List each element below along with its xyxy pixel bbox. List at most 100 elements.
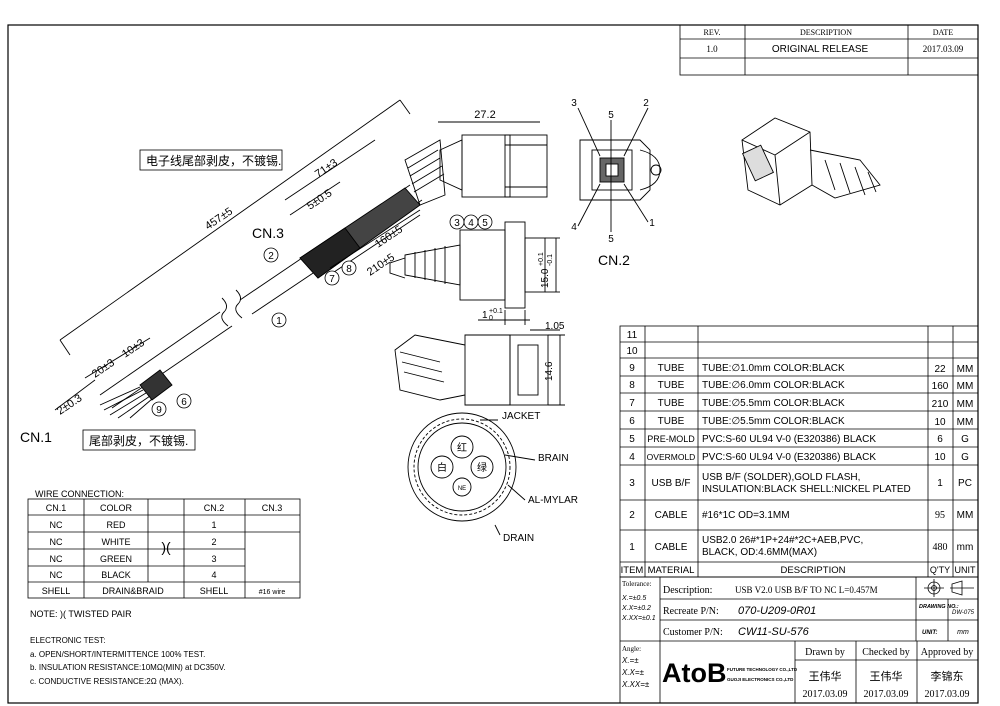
dim-2: 2±0.3 [55, 392, 84, 417]
wire-connection-title: WIRE CONNECTION: [35, 489, 124, 499]
connector-front-view [577, 107, 662, 232]
bom-material-2: CABLE [655, 510, 688, 521]
wc-cn3-note: #16 wire [259, 589, 286, 596]
bom-item-7: 7 [629, 398, 635, 409]
cn2-label: CN.2 [598, 252, 630, 268]
connector-bottom-view [394, 329, 565, 406]
bom-desc-1: USB2.0 26#*1P+24#*2C+AEB,PVC, [702, 535, 863, 546]
drawing-no-value: DW-075 [952, 610, 975, 616]
bom-material-7: TUBE [658, 398, 685, 409]
wc-row5-color: DRAIN&BRAID [102, 586, 164, 596]
wc-row4-color: BLACK [101, 570, 131, 580]
checked-by-name: 王伟华 [870, 669, 903, 683]
recreate-label: Recreate P/N: [663, 606, 719, 617]
bom-unit-7: MM [957, 399, 974, 410]
bom-qty-4: 10 [934, 452, 946, 463]
bom-material-9: TUBE [658, 363, 685, 374]
bom-desc-3b: INSULATION:BLACK SHELL:NICKEL PLATED [702, 484, 911, 495]
bom-desc-4: PVC:S-60 UL94 V-0 (E320386) BLACK [702, 452, 876, 463]
balloon-9: 9 [156, 405, 162, 416]
twisted-pair-symbol: )( [161, 539, 171, 555]
drawn-by-label: Drawn by [805, 647, 845, 658]
pin-3: 3 [571, 98, 577, 109]
wc-row1-cn2: 1 [211, 520, 216, 530]
rev-date: 2017.03.09 [923, 44, 964, 54]
bom-item-10: 10 [626, 346, 638, 357]
xsec-white-wire: 白 [437, 461, 447, 474]
balloon-5: 5 [482, 218, 488, 229]
bom-header-material: MATERIAL [648, 565, 695, 576]
bom-desc-3: USB B/F (SOLDER),GOLD FLASH, [702, 472, 860, 483]
bom-item-4: 4 [629, 452, 635, 463]
wc-row4-cn1: NC [50, 570, 63, 580]
bom-material-1: CABLE [655, 542, 688, 553]
bom-item-5: 5 [629, 434, 635, 445]
dim-210: 210±5 [365, 251, 397, 278]
dim-total-length: 457±5 [203, 205, 235, 232]
bom-item-3: 3 [629, 478, 635, 489]
recreate-pn: 070-U209-0R01 [738, 605, 816, 617]
drawing-no-label: DRAWING NO.: [919, 604, 959, 610]
bom-qty-2: 95 [935, 510, 945, 521]
cn3-label: CN.3 [252, 225, 284, 241]
unit-label: UNIT: [922, 630, 938, 636]
xsec-red-wire: 红 [457, 441, 467, 454]
checked-by-label: Checked by [862, 647, 910, 658]
tolerance-2: X.X=±0.2 [621, 605, 651, 612]
bom-item-8: 8 [629, 380, 635, 391]
wc-row2-color: WHITE [102, 537, 131, 547]
bom-header-unit: UNIT [955, 565, 976, 575]
bom-header-item: ITEM [621, 565, 644, 576]
approved-by-name: 李锦东 [931, 669, 964, 683]
balloon-8: 8 [346, 264, 352, 275]
customer-label: Customer P/N: [663, 627, 723, 638]
balloon-2: 2 [268, 251, 274, 262]
dim-15-tol-bot: -0.1 [547, 254, 554, 266]
bom-desc-1b: BLACK, OD:4.6MM(MAX) [702, 547, 817, 558]
bom-material-4: OVERMOLD [647, 452, 696, 462]
xsec-green-wire: 绿 [477, 461, 487, 474]
tolerance-label: Tolerance: [622, 580, 651, 588]
xsec-bare-wire: NE [458, 486, 466, 492]
bom-item-1: 1 [629, 542, 635, 553]
description-label: Description: [663, 585, 712, 596]
bom-desc-7: TUBE:∅5.5mm COLOR:BLACK [702, 398, 845, 409]
bom-unit-1: mm [957, 542, 974, 553]
bom-header-description: DESCRIPTION [781, 565, 846, 576]
bom-unit-3: PC [958, 478, 972, 489]
xsec-brain: BRAIN [538, 453, 569, 464]
balloon-6: 6 [181, 397, 187, 408]
bom-qty-9: 22 [934, 364, 946, 375]
rev-description: ORIGINAL RELEASE [772, 44, 869, 55]
bom-qty-6: 10 [934, 417, 946, 428]
wc-row4-cn2: 4 [211, 570, 216, 580]
bom-material-6: TUBE [658, 416, 685, 427]
bom-unit-4: G [961, 452, 969, 463]
approved-by-label: Approved by [921, 647, 974, 658]
projection-symbol-icon [924, 579, 974, 597]
dim-5: 5±0.5 [305, 187, 334, 212]
balloon-1: 1 [276, 316, 282, 327]
angle-1: X.=± [621, 656, 639, 665]
xsec-drain: DRAIN [503, 533, 534, 544]
dim-10: 10±3 [120, 337, 147, 361]
pin-2: 2 [643, 98, 649, 109]
description-value: USB V2.0 USB B/F TO NC L=0.457M [735, 585, 878, 595]
bom-desc-9: TUBE:∅1.0mm COLOR:BLACK [702, 363, 845, 374]
dim-1-tol-top: +0.1 [489, 308, 503, 315]
bom-qty-7: 210 [932, 399, 949, 410]
wc-row3-cn1: NC [50, 554, 63, 564]
bom-qty-8: 160 [932, 381, 949, 392]
xsec-al-mylar: AL-MYLAR [528, 495, 578, 506]
wire-connection-table [27, 498, 301, 599]
note-box-strip-tail [82, 429, 196, 451]
tolerance-1: X.=±0.5 [621, 595, 646, 602]
approved-date: 2017.03.09 [925, 689, 970, 700]
note-strip-tail: 尾部剥皮，不镀锡. [89, 433, 188, 448]
pin-1: 1 [649, 218, 655, 229]
bom-unit-8: MM [957, 381, 974, 392]
bom-desc-2: #16*1C OD=3.1MM [702, 510, 790, 521]
drawn-date: 2017.03.09 [803, 689, 848, 700]
pin-5-bottom: 5 [608, 234, 614, 245]
drawn-by-name: 王伟华 [809, 669, 842, 683]
